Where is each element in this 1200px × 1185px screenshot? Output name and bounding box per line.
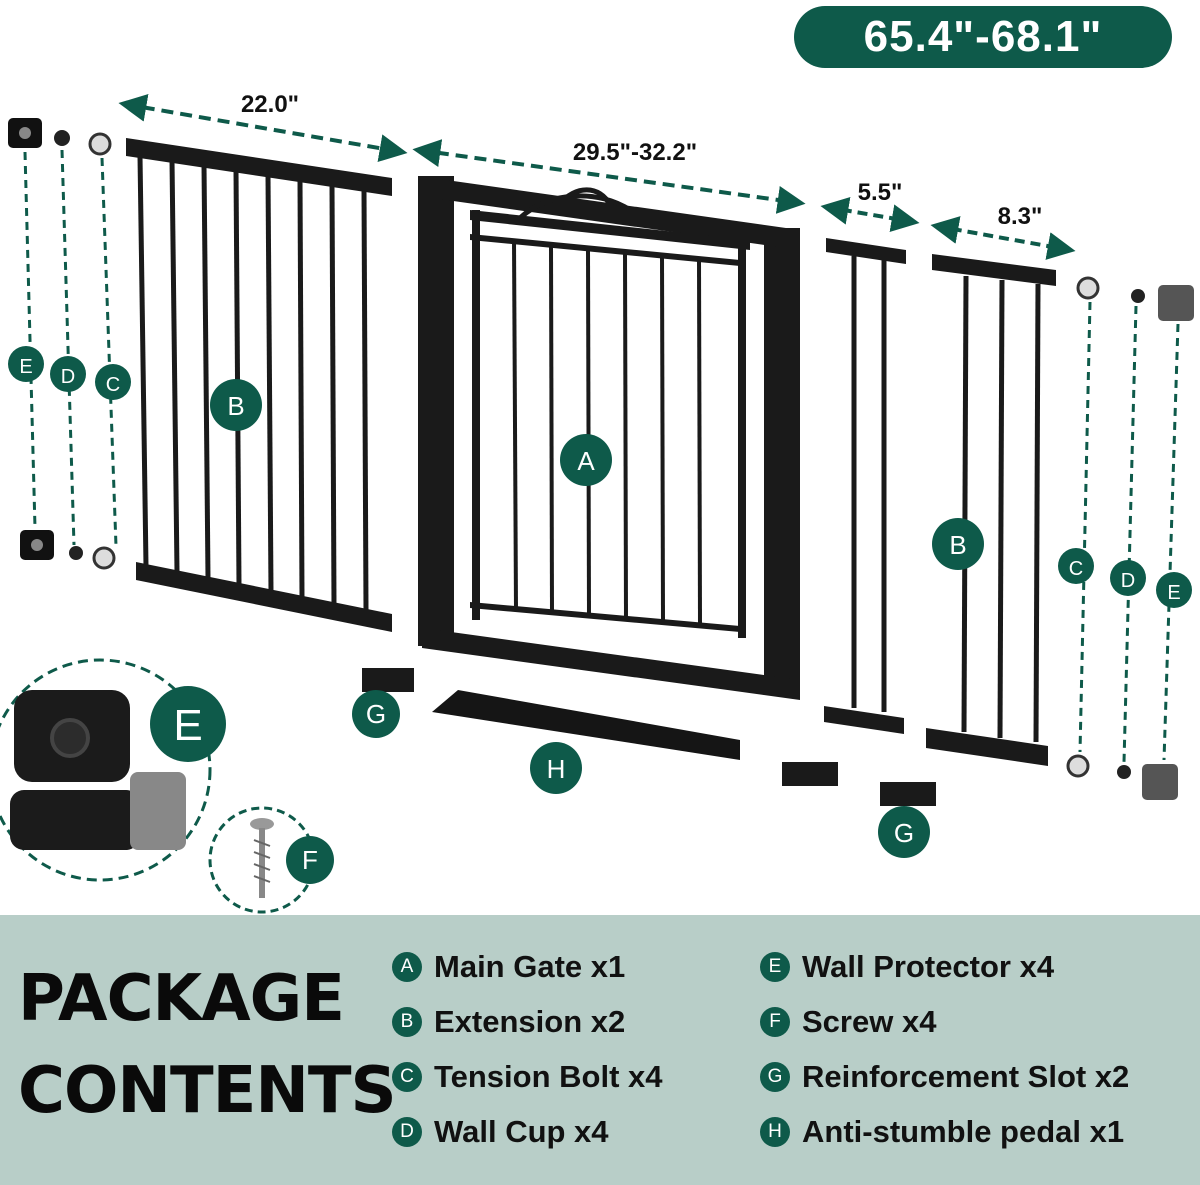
svg-text:C: C [1069, 558, 1083, 580]
package-item-b: B Extension x2 [392, 1004, 625, 1040]
gate-diagram: 22.0" 29.5"-32.2" 5.5" 8.3" [0, 91, 1194, 914]
svg-text:H: H [547, 754, 566, 784]
wall-cup-icon [1131, 289, 1145, 303]
svg-text:G: G [366, 699, 386, 729]
reinforcement-slot-icon [782, 762, 838, 786]
svg-text:C: C [106, 374, 120, 396]
svg-text:D: D [1121, 570, 1135, 592]
dimension-label-22: 22.0" [241, 91, 299, 118]
badge-d-left: D [50, 356, 86, 392]
package-title-line2: CONTENTS [18, 1054, 397, 1128]
badge-e-left: E [8, 346, 44, 382]
package-item-a: A Main Gate x1 [392, 949, 625, 985]
diagram-area: 65.4"-68.1" 22.0" 29.5"-32.2" 5.5" 8.3" [0, 6, 1194, 914]
tension-bolt-icon [1076, 276, 1100, 300]
letter-badge: B [392, 1007, 422, 1037]
wall-cup-icon [1117, 765, 1131, 779]
dimension-label-main: 29.5"-32.2" [573, 139, 697, 166]
letter-badge: D [392, 1117, 422, 1147]
badge-h: H [530, 742, 582, 794]
reinforcement-slot-icon [880, 782, 936, 806]
tension-bolt-icon [88, 132, 112, 156]
dimension-label-medium: 8.3" [998, 203, 1043, 230]
dimension-extension-small: 5.5" [820, 179, 920, 233]
package-contents-panel: PACKAGE CONTENTS A Main Gate x1 B Extens… [0, 915, 1200, 1185]
dimension-main-gate: 29.5"-32.2" [412, 139, 806, 214]
dimension-label-small: 5.5" [858, 179, 903, 206]
wall-protector-icon [1158, 285, 1194, 321]
letter-badge: E [760, 952, 790, 982]
svg-text:E: E [173, 701, 202, 750]
wall-protector-icon [1142, 764, 1178, 800]
extension-panel-small [824, 238, 906, 734]
reinforcement-slot-icon [362, 668, 414, 692]
badge-g-left: G [352, 690, 400, 738]
left-hardware [8, 118, 118, 570]
badge-b-wide: B [210, 379, 262, 431]
package-item-g: G Reinforcement Slot x2 [760, 1059, 1129, 1095]
badge-c-left: C [95, 364, 131, 400]
package-item-e: E Wall Protector x4 [760, 949, 1054, 985]
wall-cup-icon [54, 130, 70, 146]
package-item-label: Anti-stumble pedal x1 [802, 1114, 1125, 1149]
badge-e-right: E [1156, 572, 1192, 608]
badge-e-detail: E [150, 686, 226, 762]
dimension-extension-medium: 8.3" [930, 203, 1076, 260]
svg-text:E: E [1167, 582, 1180, 604]
wall-cup-icon [69, 546, 83, 560]
package-item-label: Extension x2 [434, 1004, 626, 1039]
svg-text:D: D [61, 366, 75, 388]
right-hardware [1066, 276, 1194, 800]
svg-text:G: G [894, 818, 914, 848]
svg-text:E: E [19, 356, 32, 378]
tension-bolt-icon [1066, 754, 1090, 778]
letter-badge: A [392, 952, 422, 982]
wall-protector-pad [130, 772, 186, 850]
package-item-label: Main Gate x1 [434, 949, 626, 984]
overall-width-badge: 65.4"-68.1" [794, 6, 1172, 68]
package-item-label: Wall Cup x4 [434, 1114, 609, 1149]
badge-a: A [560, 434, 612, 486]
letter-badge: F [760, 1007, 790, 1037]
package-item-label: Screw x4 [802, 1004, 937, 1039]
package-item-h: H Anti-stumble pedal x1 [760, 1114, 1124, 1150]
badge-d-right: D [1110, 560, 1146, 596]
package-item-d: D Wall Cup x4 [392, 1114, 609, 1150]
extension-panel-wide [126, 138, 392, 632]
package-item-label: Wall Protector x4 [802, 949, 1055, 984]
letter-badge: G [760, 1062, 790, 1092]
badge-f: F [286, 836, 334, 884]
letter-badge: H [760, 1117, 790, 1147]
svg-text:A: A [577, 446, 595, 476]
package-title-line1: PACKAGE [18, 962, 345, 1036]
svg-text:B: B [949, 530, 966, 560]
svg-text:F: F [302, 845, 318, 875]
anti-stumble-pedal [432, 690, 740, 760]
badge-c-right: C [1058, 548, 1094, 584]
package-item-c: C Tension Bolt x4 [392, 1059, 663, 1095]
package-item-label: Reinforcement Slot x2 [802, 1059, 1130, 1094]
letter-badge: C [392, 1062, 422, 1092]
badge-g-right: G [878, 806, 930, 858]
tension-bolt-icon [92, 546, 116, 570]
package-item-f: F Screw x4 [760, 1004, 936, 1040]
package-item-label: Tension Bolt x4 [434, 1059, 663, 1094]
main-gate [418, 176, 800, 700]
badge-b-medium: B [932, 518, 984, 570]
extension-panel-medium [926, 254, 1056, 766]
dimension-extension-wide: 22.0" [118, 91, 408, 162]
svg-text:B: B [227, 391, 244, 421]
